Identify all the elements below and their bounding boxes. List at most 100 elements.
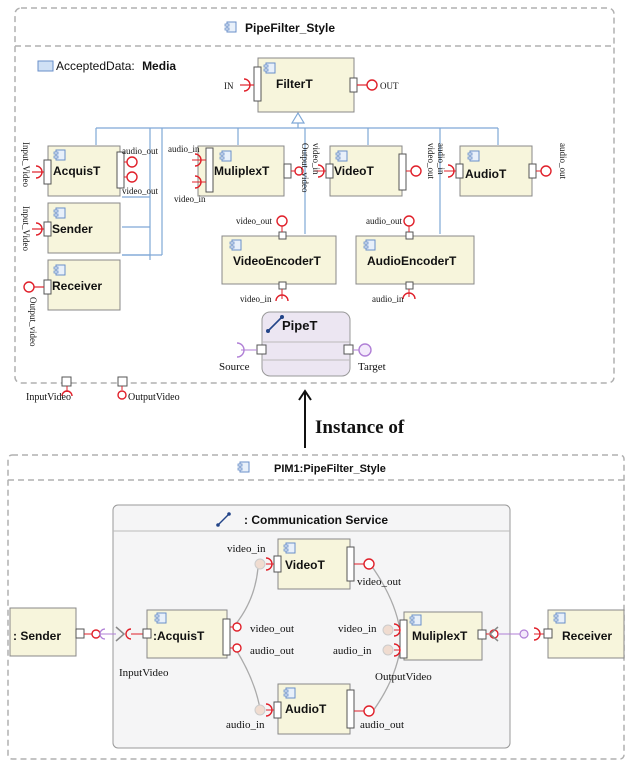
component-icon — [283, 542, 296, 554]
mux-video-in-label: video_in — [174, 194, 206, 204]
bottom-sender-component[interactable]: : Sender — [9, 607, 143, 657]
component-icon — [335, 150, 348, 162]
inheritance-connectors — [95, 111, 499, 260]
bottom-audio-label: AudioT — [285, 702, 327, 716]
required-interface-icon — [447, 164, 455, 178]
accepted-data-value: Media — [142, 59, 176, 73]
bottom-output-video-label: OutputVideo — [375, 671, 432, 683]
component-icon — [283, 687, 296, 699]
provided-interface-icon — [410, 165, 422, 177]
acquis-video-out-label: video_out — [122, 186, 158, 196]
bottom-audio-in-label: audio_in — [226, 719, 265, 731]
bottom-acquis-video-out-label: video_out — [250, 623, 294, 635]
aenc-audio-out-label: audio_out — [366, 216, 402, 226]
acquis-label: AcquisT — [53, 164, 101, 178]
required-interface-icon — [317, 164, 325, 178]
instance-of-relation: Instance of — [298, 389, 405, 448]
video-encoder-component[interactable]: VideoEncoderT video_out video_in — [221, 215, 337, 304]
video-in-label: video_in — [311, 143, 321, 175]
acquis-input-video-label: Input_Video — [21, 142, 31, 187]
top-frame-title: PipeFilter_Style — [245, 21, 335, 35]
audio-component[interactable]: AudioT audio_in audio_out — [436, 143, 568, 197]
component-icon — [363, 239, 376, 251]
accepted-data: AcceptedData: Media — [37, 59, 176, 73]
audio-encoder-component[interactable]: AudioEncoderT audio_out audio_in — [355, 215, 475, 304]
required-interface-icon — [194, 153, 202, 167]
port-in-label: IN — [224, 81, 234, 91]
venc-video-out-label: video_out — [236, 216, 272, 226]
bottom-video-out-label: video_out — [357, 576, 401, 588]
filter-component[interactable]: FilterT IN OUT — [224, 57, 399, 113]
bottom-receiver-component[interactable]: Receiver — [543, 609, 625, 659]
provided-interface-icon — [117, 390, 127, 400]
component-icon — [53, 264, 66, 276]
muliplex-label: MuliplexT — [214, 164, 270, 178]
audio-encoder-label: AudioEncoderT — [367, 254, 457, 268]
receiver-output-video-label: Output_video — [28, 297, 38, 347]
svg-text:AcceptedData: Media: AcceptedData: Media — [56, 59, 176, 73]
component-icon — [263, 62, 276, 74]
bottom-video-label: VideoT — [285, 558, 325, 572]
receiver-component[interactable]: Receiver Output_video — [23, 259, 121, 347]
bottom-acquis-component[interactable]: :AcquisT video_out audio_out InputVideo — [119, 609, 294, 679]
audio-in-label: audio_in — [436, 143, 446, 175]
legend: InputVideo OutputVideo — [26, 376, 180, 403]
video-encoder-label: VideoEncoderT — [233, 254, 321, 268]
aenc-audio-in-label: audio_in — [372, 294, 404, 304]
required-interface-icon — [61, 390, 73, 397]
component-icon — [224, 21, 237, 33]
communication-service[interactable]: : Communication Service — [112, 504, 511, 749]
bottom-video-in-label: video_in — [227, 543, 266, 555]
video-component[interactable]: VideoT video_in video_out — [311, 143, 436, 197]
target-label: Target — [358, 361, 386, 373]
bottom-acquis-label: :AcquisT — [153, 629, 205, 643]
provided-interface-icon — [294, 166, 304, 176]
mux-audio-in-label: audio_in — [168, 144, 200, 154]
muliplex-component[interactable]: MuliplexT audio_in video_in Output_video — [168, 143, 310, 204]
provided-interface-icon — [126, 171, 138, 183]
provided-interface-icon — [540, 165, 552, 177]
bottom-muliplex-component[interactable]: MuliplexT video_in audio_in OutputVideo — [333, 611, 544, 683]
accepted-data-label: AcceptedData: — [56, 59, 135, 73]
pipe-connector[interactable]: PipeT Source Target — [219, 311, 386, 377]
required-interface-icon — [236, 342, 245, 358]
source-label: Source — [219, 361, 250, 373]
required-interface-icon — [243, 78, 251, 92]
provided-interface-icon — [91, 629, 101, 639]
connector-icon — [216, 512, 231, 527]
audio-label: AudioT — [465, 167, 507, 181]
bottom-acquis-audio-out-label: audio_out — [250, 645, 294, 657]
component-icon — [467, 150, 480, 162]
video-out-label: video_out — [426, 143, 436, 179]
provided-interface-icon — [366, 79, 378, 91]
component-icon — [219, 150, 232, 162]
bottom-audio-out-label: audio_out — [360, 719, 404, 731]
provided-interface-icon — [232, 643, 242, 653]
bottom-audio-component[interactable]: AudioT audio_in audio_out — [226, 683, 404, 735]
required-interface-icon — [35, 222, 43, 236]
provided-interface-icon — [126, 156, 138, 168]
provided-interface-icon — [363, 705, 375, 717]
provided-interface-icon — [363, 558, 375, 570]
pipe-label: PipeT — [282, 318, 317, 333]
acquis-component[interactable]: AcquisT Input_Video audio_out video_out — [21, 142, 158, 197]
required-interface-icon — [275, 294, 289, 302]
bottom-video-component[interactable]: VideoT video_in video_out — [227, 538, 401, 590]
audio-out-label: audio_out — [558, 143, 568, 179]
bottom-muliplex-label: MuliplexT — [412, 629, 468, 643]
bottom-input-video-label: InputVideo — [119, 667, 169, 679]
mux-output-video-label: Output_video — [300, 143, 310, 193]
internal-connectors — [234, 567, 401, 712]
bottom-frame-title: PIM1:PipeFilter_Style — [274, 463, 386, 475]
top-frame: PipeFilter_Style — [14, 7, 615, 384]
legend-output-video: OutputVideo — [128, 392, 180, 403]
provided-interface-icon — [232, 622, 242, 632]
bottom-sender-label: : Sender — [13, 629, 61, 643]
component-icon — [409, 614, 422, 626]
component-icon — [237, 461, 250, 473]
required-interface-icon — [194, 175, 202, 189]
component-icon — [553, 612, 566, 624]
port-out — [349, 77, 358, 93]
bottom-mux-audio-in-label: audio_in — [333, 645, 372, 657]
sender-component[interactable]: Sender Input_Video — [21, 202, 121, 254]
